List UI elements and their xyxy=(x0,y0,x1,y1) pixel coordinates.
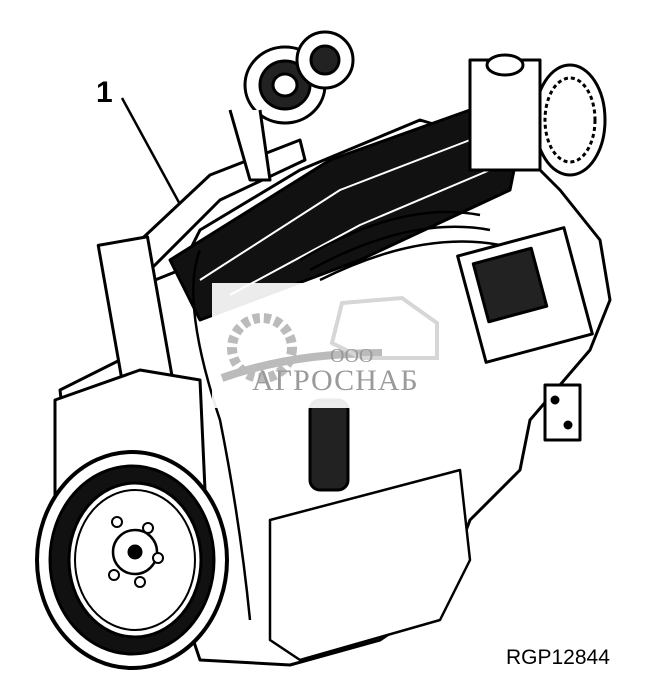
fuel-injection-pump xyxy=(456,226,594,442)
callout-leader-line xyxy=(120,97,184,209)
watermark-prefix: ООО xyxy=(330,345,374,367)
watermark-logo-icon xyxy=(220,295,439,383)
fuel-lines xyxy=(192,210,501,621)
crankshaft-pulley xyxy=(35,450,229,670)
oil-filter xyxy=(308,398,350,492)
watermark-panel xyxy=(212,283,450,408)
fan-pulley xyxy=(468,53,607,177)
callout-number: 1 xyxy=(96,76,113,109)
turbocharger xyxy=(228,30,355,182)
watermark-name: АГРОСНАБ xyxy=(252,364,419,397)
figure-id: RGP12844 xyxy=(506,646,610,669)
oil-pan xyxy=(268,468,472,662)
